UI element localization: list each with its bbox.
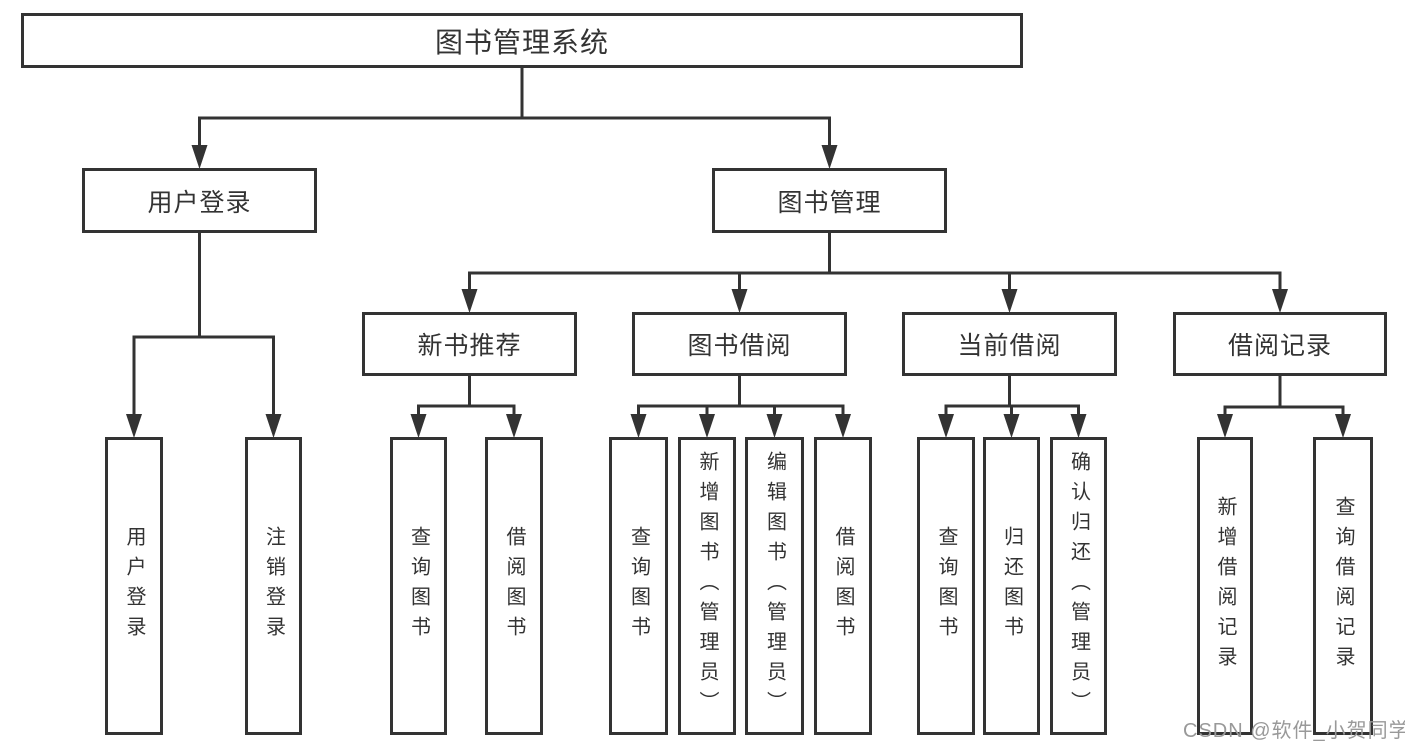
watermark-text: CSDN @软件_小贺同学: [1183, 720, 1405, 742]
node-user-login: 用户登录: [82, 168, 317, 233]
node-label: 图书管理: [777, 188, 882, 217]
node-borrow-record: 借阅记录: [1173, 312, 1387, 376]
node-label: 借阅图书: [832, 526, 854, 646]
node-label: 用户登录: [123, 526, 145, 646]
arrowhead-icon: [410, 414, 427, 438]
node-book-mgmt: 图书管理: [712, 168, 947, 233]
arrowhead-icon: [1003, 414, 1020, 438]
node-leaf-add-book: 新增图书（管理员）: [678, 437, 736, 735]
node-label: 查询图书: [407, 526, 430, 646]
arrowhead-icon: [1001, 289, 1018, 313]
node-leaf-edit-book: 编辑图书（管理员）: [745, 437, 804, 735]
node-leaf-borrow-1: 借阅图书: [485, 437, 543, 735]
node-label: 图书管理系统: [434, 26, 609, 58]
arrowhead-icon: [835, 414, 851, 438]
node-book-borrow: 图书借阅: [632, 312, 847, 376]
node-current-borrow: 当前借阅: [902, 312, 1117, 376]
node-leaf-return-book: 归还图书: [983, 437, 1040, 735]
node-leaf-borrow-2: 借阅图书: [814, 437, 872, 735]
arrowhead-icon: [265, 414, 282, 438]
node-leaf-query-1: 查询图书: [390, 437, 447, 735]
node-new-book: 新书推荐: [362, 312, 577, 376]
node-leaf-query-3: 查询图书: [917, 437, 975, 735]
node-label: 查询图书: [935, 526, 957, 646]
node-root: 图书管理系统: [21, 13, 1023, 68]
node-leaf-add-record: 新增借阅记录: [1197, 437, 1253, 735]
arrowhead-icon: [1272, 289, 1288, 313]
node-label: 确认归还（管理员）: [1067, 451, 1090, 721]
arrowhead-icon: [1335, 414, 1351, 438]
node-leaf-confirm-return: 确认归还（管理员）: [1050, 437, 1107, 735]
node-label: 新增借阅记录: [1214, 496, 1236, 676]
arrowhead-icon: [699, 414, 715, 438]
arrowhead-icon: [126, 414, 142, 438]
arrowhead-icon: [938, 414, 954, 438]
node-label: 当前借阅: [957, 332, 1062, 360]
node-label: 查询借阅记录: [1332, 496, 1354, 676]
node-label: 查询图书: [627, 526, 650, 646]
node-label: 借阅图书: [503, 526, 525, 646]
arrowhead-icon: [191, 145, 208, 169]
arrowhead-icon: [1217, 414, 1233, 438]
arrowhead-icon: [506, 414, 522, 438]
node-label: 用户登录: [147, 188, 252, 217]
arrowhead-icon: [766, 414, 783, 438]
node-label: 借阅记录: [1227, 332, 1332, 360]
arrowhead-icon: [630, 414, 647, 438]
node-leaf-query-2: 查询图书: [609, 437, 668, 735]
node-label: 新增图书（管理员）: [696, 451, 718, 721]
arrowhead-icon: [461, 289, 478, 313]
arrowhead-icon: [731, 289, 748, 313]
arrowhead-icon: [821, 145, 838, 169]
node-label: 归还图书: [1000, 526, 1023, 646]
node-label: 注销登录: [262, 526, 285, 646]
node-label: 编辑图书（管理员）: [763, 451, 786, 721]
arrowhead-icon: [1070, 414, 1087, 438]
node-label: 新书推荐: [417, 332, 522, 360]
node-leaf-user-login: 用户登录: [105, 437, 163, 735]
node-label: 图书借阅: [687, 332, 792, 360]
node-leaf-query-record: 查询借阅记录: [1313, 437, 1373, 735]
node-leaf-logout: 注销登录: [245, 437, 302, 735]
